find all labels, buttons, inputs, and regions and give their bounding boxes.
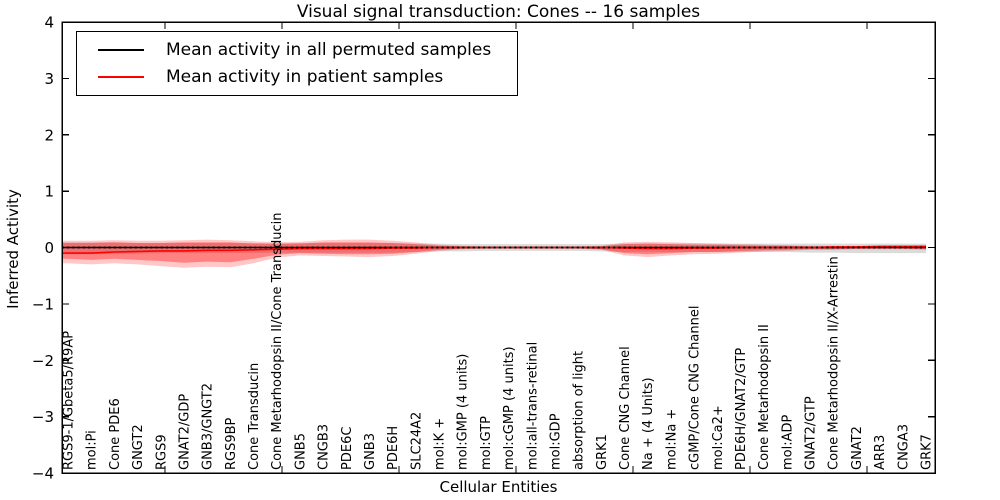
x-tick-label: GNAT2 bbox=[850, 426, 865, 470]
x-tick-label: GNGT2 bbox=[131, 424, 146, 470]
x-tick-label: PDE6H bbox=[386, 426, 401, 470]
x-tick-label: CNGA3 bbox=[896, 424, 911, 470]
x-tick-label: SLC24A2 bbox=[409, 412, 424, 470]
x-tick-label: mol:GTP bbox=[479, 416, 494, 470]
x-tick-label: Na + (4 Units) bbox=[641, 377, 656, 470]
legend-label-permuted: Mean activity in all permuted samples bbox=[166, 39, 492, 60]
y-axis-label: Inferred Activity bbox=[4, 189, 22, 309]
x-tick-label: GNAT2/GDP bbox=[177, 394, 192, 470]
x-tick-label: RGS9BP bbox=[224, 417, 239, 470]
x-tick-label: ARR3 bbox=[873, 435, 888, 470]
x-tick-label: GNAT2/GTP bbox=[804, 396, 819, 470]
legend: Mean activity in all permuted samples Me… bbox=[76, 31, 518, 96]
x-tick-label: CNGB3 bbox=[317, 424, 332, 470]
x-tick-label: Cone Transducin bbox=[247, 363, 262, 470]
legend-item-permuted: Mean activity in all permuted samples bbox=[77, 37, 517, 63]
legend-line-permuted bbox=[98, 48, 144, 51]
x-tick-label: GRK1 bbox=[595, 434, 610, 470]
x-tick-label: GNB5 bbox=[293, 433, 308, 470]
x-tick-label: mol:Pi bbox=[85, 430, 100, 470]
x-tick-label: mol:all-trans-retinal bbox=[525, 342, 540, 470]
x-tick-label: PDE6C bbox=[340, 427, 355, 470]
x-tick-label: cGMP/Cone CNG Channel bbox=[688, 306, 703, 470]
x-tick-label: Cone Metarhodopsin II/Cone Transducin bbox=[270, 213, 285, 471]
band-patient-samples-range-outer bbox=[62, 239, 926, 268]
x-tick-label: GNB3 bbox=[363, 433, 378, 470]
legend-line-patient bbox=[98, 76, 144, 79]
x-tick-label: mol:cGMP (4 units) bbox=[502, 346, 517, 470]
x-tick-label: RGS9 bbox=[154, 434, 169, 470]
legend-item-patient: Mean activity in patient samples bbox=[77, 64, 517, 90]
x-axis-label: Cellular Entities bbox=[439, 478, 558, 496]
chart-title: Visual signal transduction: Cones -- 16 … bbox=[296, 2, 701, 22]
x-tick-label: mol:ADP bbox=[780, 414, 795, 470]
y-tick-label: −1 bbox=[32, 295, 54, 313]
x-tick-label: mol:K + bbox=[433, 418, 448, 470]
x-tick-label: mol:GDP bbox=[549, 413, 564, 470]
y-tick-label: −3 bbox=[32, 408, 54, 426]
x-tick-label: Cone PDE6 bbox=[108, 398, 123, 470]
x-tick-label: GRK7 bbox=[920, 434, 935, 470]
x-tick-label: absorption of light bbox=[572, 351, 587, 470]
y-tick-label: 3 bbox=[44, 70, 54, 88]
x-tick-label: mol:Na + bbox=[664, 409, 679, 470]
y-tick-label: −4 bbox=[32, 465, 54, 483]
y-tick-label: 2 bbox=[44, 126, 54, 144]
y-tick-label: 4 bbox=[44, 14, 54, 32]
x-tick-label: RGS9-1/Gbeta5/R9AP bbox=[62, 331, 77, 470]
x-tick-label: Cone Metarhodopsin II/X-Arrestin bbox=[827, 256, 842, 470]
legend-label-patient: Mean activity in patient samples bbox=[166, 67, 444, 88]
x-tick-label: GNB3/GNGT2 bbox=[201, 383, 216, 470]
x-tick-label: Cone Metarhodopsin II bbox=[757, 324, 772, 470]
x-tick-label: mol:GMP (4 units) bbox=[456, 354, 471, 470]
y-tick-label: 1 bbox=[44, 183, 54, 201]
x-tick-label: mol:Ca2+ bbox=[711, 405, 726, 470]
x-tick-label: Cone CNG Channel bbox=[618, 346, 633, 470]
y-tick-label: 0 bbox=[44, 239, 54, 257]
x-tick-label: PDE6H/GNAT2/GTP bbox=[734, 348, 749, 470]
mean-line-patient bbox=[62, 245, 926, 254]
y-tick-label: −2 bbox=[32, 352, 54, 370]
